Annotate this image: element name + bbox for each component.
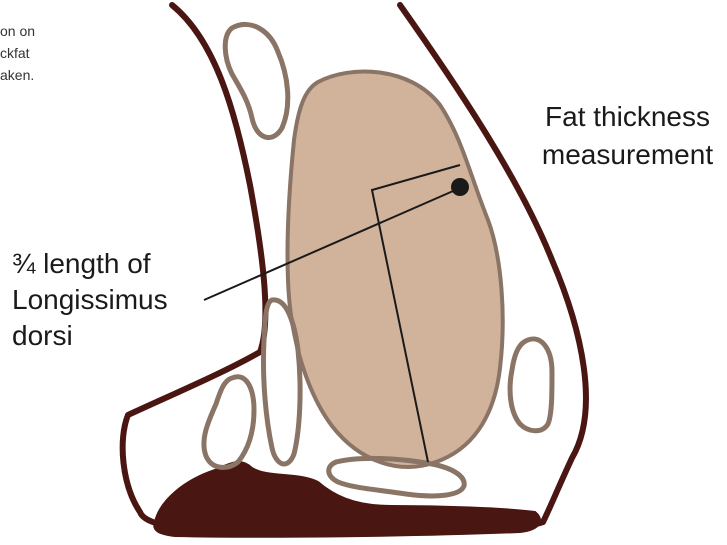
longissimus-dorsi-muscle <box>287 72 502 467</box>
fat-thickness-label-line-1: Fat thickness <box>528 98 727 136</box>
fat-thickness-label: Fat thickness measurement <box>528 98 727 174</box>
longissimus-label-line-3: dorsi <box>12 318 168 354</box>
caption-line-2: ckfat <box>0 42 56 64</box>
caption-line-3: aken. <box>0 64 56 86</box>
longissimus-label: ¾ length of Longissimus dorsi <box>12 246 168 354</box>
fat-measurement-point <box>451 178 469 196</box>
minor-muscle-lower-left <box>204 377 254 468</box>
minor-muscle-left-strip <box>263 300 300 464</box>
backfat-region <box>154 462 540 537</box>
partial-caption-text: on on ckfat aken. <box>0 20 56 100</box>
caption-line-1: on on <box>0 20 56 42</box>
minor-muscle-right <box>510 339 552 431</box>
longissimus-label-line-1: ¾ length of <box>12 246 168 282</box>
longissimus-label-line-2: Longissimus <box>12 282 168 318</box>
fat-thickness-label-line-2: measurement <box>528 136 727 174</box>
